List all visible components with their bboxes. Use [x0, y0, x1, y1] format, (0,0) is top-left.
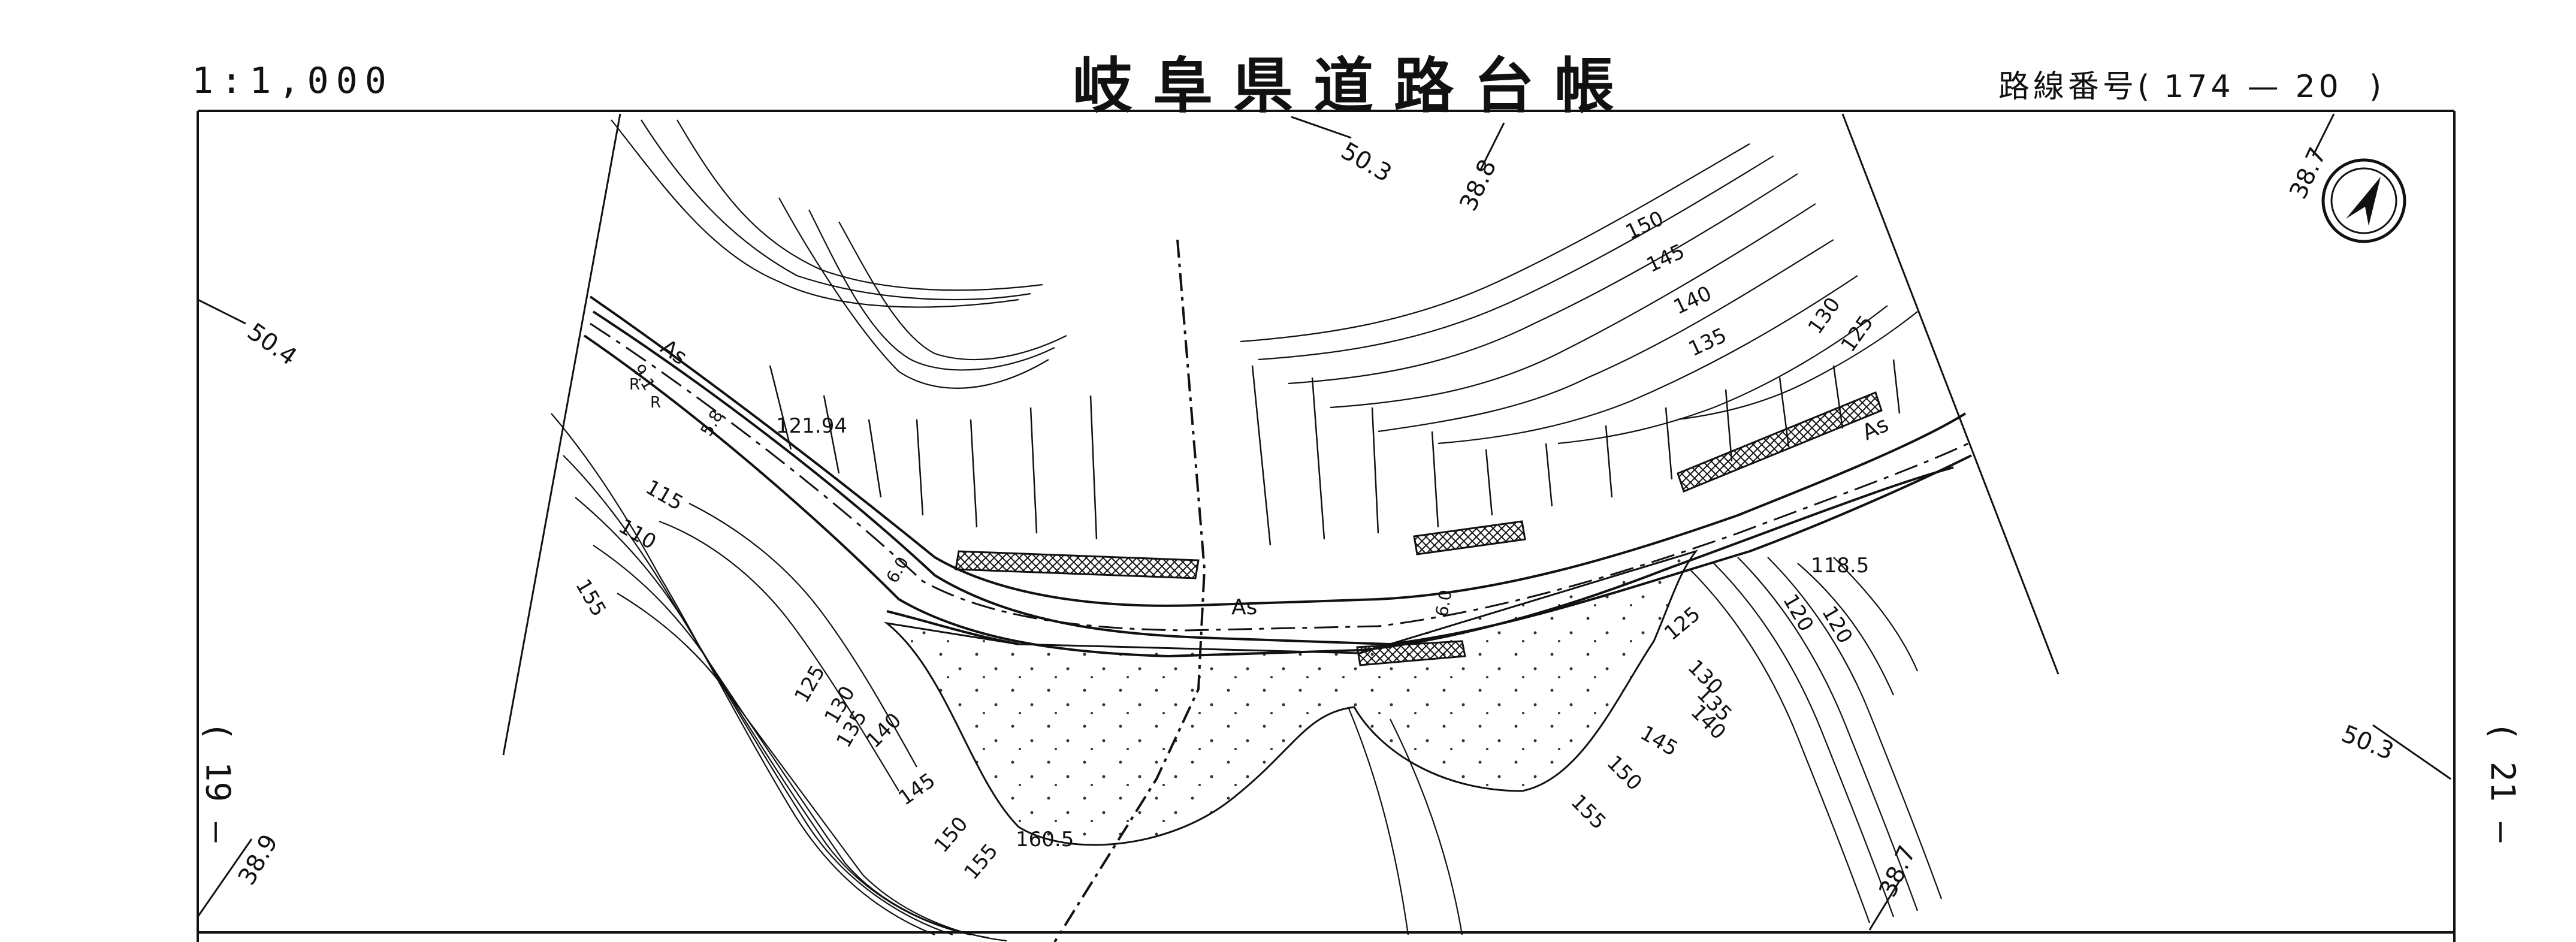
route-sheet-value: 20 [2295, 69, 2342, 105]
road-width-label: 6.0 [882, 553, 913, 586]
slope-hachures [769, 359, 1901, 546]
contour-label: 150 [1622, 206, 1668, 244]
contour-label: 140 [862, 708, 906, 753]
road-marker: R [629, 376, 640, 394]
road-centerline [590, 322, 1969, 632]
map-scale: 1:1,000 [192, 60, 394, 102]
spot-elevation: 118.5 [1811, 554, 1869, 578]
route-separator: — [2247, 69, 2282, 105]
adjacent-sheet-left: ( 19 — [198, 721, 237, 843]
grid-mark-label: 38.9 [233, 830, 283, 890]
survey-boundary [502, 113, 2059, 756]
page-title: 岐阜県道路台帳 [1073, 50, 1635, 121]
contour-label: 115 [642, 475, 687, 515]
boundary-line [1053, 239, 1206, 942]
grid-mark-labels: 50.3 38.8 38.7 50.4 50.3 38.9 38.7 [233, 137, 2397, 901]
spot-elevation: 121.94 [776, 414, 847, 438]
grid-mark-label: 38.7 [1874, 841, 1921, 901]
contour-label: 150 [1602, 751, 1647, 795]
spot-elevation: 160.5 [1016, 828, 1074, 852]
grid-mark-label: 50.3 [2338, 720, 2397, 766]
grid-mark-label: 38.8 [1454, 155, 1502, 215]
contour-lines-upper [611, 119, 1918, 445]
contour-lines-lower-left [551, 413, 1007, 942]
grid-mark-label: 50.4 [242, 318, 301, 372]
adjacent-sheet-right: ( 21 — [2483, 721, 2522, 843]
contour-label: 135 [1685, 323, 1731, 361]
grid-marks [197, 113, 2451, 931]
north-arrow-icon [2321, 158, 2406, 243]
contour-lines-lower-right [1347, 557, 1943, 935]
road [583, 295, 1972, 658]
route-number: 路線番号(174 — 20 ) [1998, 61, 2385, 106]
grid-mark-label: 50.3 [1336, 137, 1396, 188]
route-number-value: 174 [2164, 69, 2234, 105]
road-marker: R [650, 394, 661, 412]
contour-label: 145 [1636, 721, 1682, 761]
route-close: ) [2369, 69, 2385, 105]
road-surface-label: As [1231, 595, 1257, 620]
contour-label: 140 [1670, 281, 1716, 319]
road-width-label: 5.8 [696, 406, 727, 439]
contour-label: 110 [615, 514, 660, 554]
map-frame [197, 110, 2456, 942]
contour-label: 150 [929, 812, 973, 857]
road-width-label: 6.0 [1432, 588, 1455, 618]
contour-label: 155 [1566, 790, 1611, 834]
retaining-walls [955, 391, 1883, 666]
contour-label: 125 [790, 661, 830, 707]
contour-label: 155 [959, 839, 1002, 884]
contour-label: 155 [570, 575, 611, 621]
contour-label: 145 [894, 768, 940, 810]
contour-label: 130 [1804, 293, 1846, 339]
route-open: ( [2137, 69, 2154, 105]
route-label: 路線番号 [1998, 69, 2138, 105]
